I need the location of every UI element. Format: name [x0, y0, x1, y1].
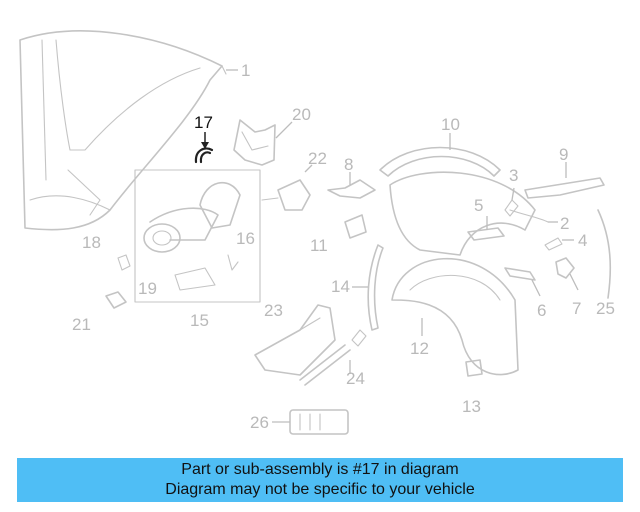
- callout-15: 15: [190, 311, 209, 330]
- wire-25-part: [597, 209, 612, 299]
- callout-17: 17: [194, 113, 213, 132]
- banner-line-2: Diagram may not be specific to your vehi…: [165, 481, 475, 498]
- callout-11: 11: [310, 236, 328, 255]
- quarter-panel-part: [19, 30, 238, 231]
- lamp-26-part: [272, 409, 349, 435]
- callout-10: 10: [441, 115, 460, 134]
- small-parts: [467, 187, 579, 297]
- callout-1: 1: [241, 61, 250, 80]
- seal-17-part: [194, 132, 214, 164]
- wheel-liner-12-part: [391, 257, 519, 376]
- plate-11-part: [344, 214, 367, 239]
- molding-14-part: [352, 244, 384, 331]
- arch-molding-10-part: [379, 133, 501, 177]
- bracket-20-part: [233, 119, 293, 166]
- callout-3: 3: [509, 166, 518, 185]
- callout-21: 21: [72, 315, 91, 334]
- strip-9-part: [524, 162, 605, 199]
- callout-26: 26: [250, 413, 269, 432]
- callout-16: 16: [236, 229, 255, 248]
- callout-23: 23: [264, 301, 283, 320]
- callout-7: 7: [572, 299, 581, 318]
- bracket-23-part: [254, 304, 336, 376]
- strut-24-part: [299, 329, 367, 386]
- callout-6: 6: [537, 301, 546, 320]
- callout-22: 22: [308, 149, 327, 168]
- callout-13: 13: [462, 397, 481, 416]
- clip-21-part: [105, 291, 127, 309]
- banner-line-1: Part or sub-assembly is #17 in diagram: [181, 461, 459, 478]
- callout-14: 14: [331, 277, 350, 296]
- info-banner: Part or sub-assembly is #17 in diagram D…: [17, 458, 623, 502]
- fuel-door-assembly-15: [134, 169, 261, 303]
- callout-24: 24: [346, 369, 365, 388]
- callout-25: 25: [596, 299, 615, 318]
- callout-18: 18: [82, 233, 101, 252]
- callout-9: 9: [559, 145, 568, 164]
- callout-20: 20: [292, 105, 311, 124]
- parts-diagram: 1 2 3 4 5 6 7 8 9 10 11 12 13 14 15 16 1…: [19, 30, 615, 435]
- hinge-8-part: [327, 172, 376, 199]
- callout-19: 19: [138, 279, 157, 298]
- callout-12: 12: [410, 339, 429, 358]
- callout-2: 2: [560, 214, 569, 233]
- clip-18-part: [117, 254, 131, 271]
- callout-4: 4: [578, 231, 587, 250]
- clip-13-part: [465, 359, 483, 377]
- callout-5: 5: [474, 196, 483, 215]
- actuator-22-part: [261, 164, 313, 211]
- callout-8: 8: [344, 155, 353, 174]
